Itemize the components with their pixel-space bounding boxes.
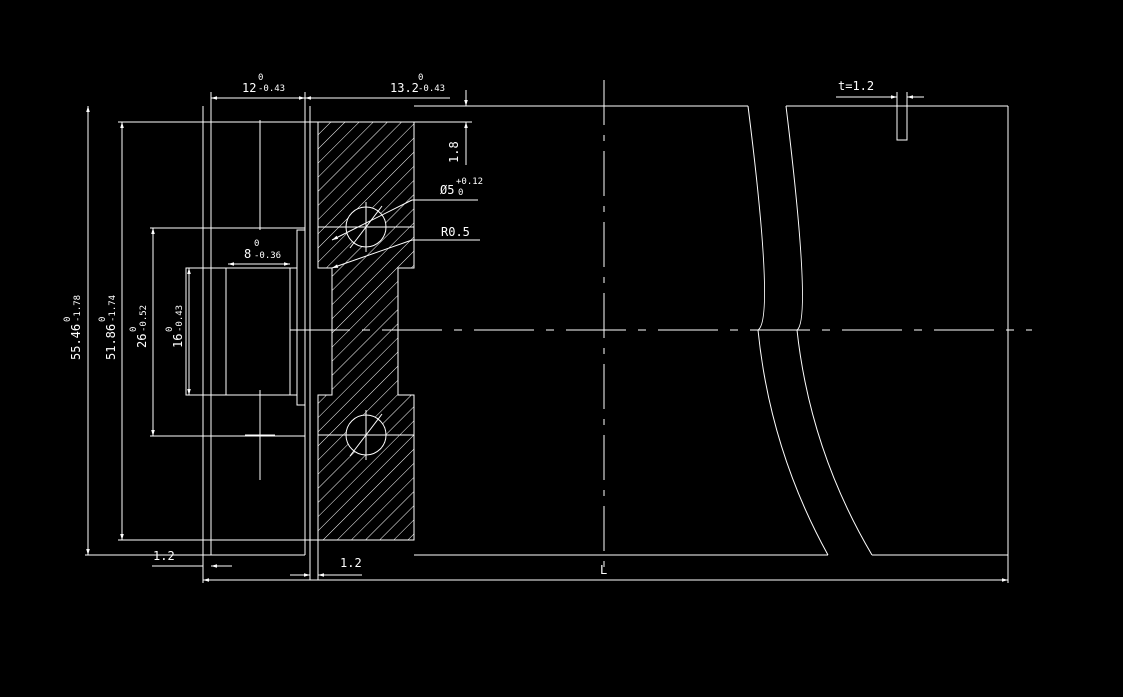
- hole-diameter-callout: Ø5 +0.12 0: [440, 177, 483, 198]
- dim-height-overall-lower: -1.78: [73, 295, 83, 322]
- dim-height-mid: 26 0 -0.52: [129, 305, 149, 348]
- dim-width-left-lower: -0.43: [258, 84, 285, 94]
- dimension-lines: [86, 90, 1008, 582]
- hole-dia-base: Ø5: [440, 183, 454, 197]
- hole-leader: [331, 199, 413, 241]
- dim-height-inner: 51.86 0 -1.74: [98, 295, 118, 360]
- dim-height-overall-upper: 0: [63, 317, 73, 322]
- break-line-right: [785, 105, 873, 556]
- dim-height-mid-lower: -0.52: [139, 305, 149, 332]
- slot-step-top: [296, 229, 305, 268]
- dim-width-right: 13.2 0 -0.43: [390, 73, 445, 95]
- web-thickness-label: 1.2: [340, 556, 362, 570]
- fillet-radius-label: R0.5: [441, 225, 470, 239]
- dim-height-inner-lower: -1.74: [108, 295, 118, 322]
- hole-dia-lower: 0: [458, 188, 463, 198]
- dim-height-overall-base: 55.46: [69, 324, 83, 360]
- sheet-thickness-label: t=1.2: [838, 79, 874, 93]
- center-lines: [245, 80, 1032, 570]
- dim-height-inner-base: 51.86: [104, 324, 118, 360]
- dim-slot-base: 8: [244, 247, 251, 261]
- dim-slot-lower: -0.36: [254, 251, 281, 261]
- slot-opening: [226, 267, 291, 396]
- dim-width-right-lower: -0.43: [418, 84, 445, 94]
- hole-centers: [318, 202, 414, 460]
- dim-offset-top: 1.8: [447, 141, 461, 163]
- dim-height-mid-upper: 0: [129, 327, 139, 332]
- left-thickness-label: 1.2: [153, 549, 175, 563]
- dim-height-inner-upper: 0: [98, 317, 108, 322]
- dim-width-right-base: 13.2: [390, 81, 419, 95]
- hole-bottom-slash: [349, 413, 383, 457]
- dimension-texts: 12 0 -0.43 13.2 0 -0.43 8 0 -0.36 55.46 …: [63, 73, 874, 577]
- fillet-leader: [331, 239, 413, 269]
- hole-dia-upper: +0.12: [456, 177, 483, 187]
- dim-height-mid-base: 26: [135, 334, 149, 348]
- dim-width-right-upper: 0: [418, 73, 423, 83]
- dim-width-left: 12 0 -0.43: [242, 73, 285, 95]
- total-length-label: L: [600, 563, 607, 577]
- slot-right-wall: [290, 267, 298, 396]
- dim-height-overall: 55.46 0 -1.78: [63, 295, 83, 360]
- dim-width-left-base: 12: [242, 81, 256, 95]
- dim-slot: 8 0 -0.36: [244, 239, 281, 261]
- hole-top-slash: [349, 205, 383, 249]
- dim-height-slot: 16 0 -0.43: [165, 305, 185, 348]
- thickness-detail: [896, 105, 908, 141]
- break-line-left: [747, 105, 829, 556]
- dim-width-left-upper: 0: [258, 73, 263, 83]
- dim-slot-upper: 0: [254, 239, 259, 249]
- dim-height-slot-lower: -0.43: [175, 305, 185, 332]
- dim-height-slot-upper: 0: [165, 327, 175, 332]
- dim-height-slot-base: 16: [171, 334, 185, 348]
- slot-step-bottom: [296, 395, 305, 406]
